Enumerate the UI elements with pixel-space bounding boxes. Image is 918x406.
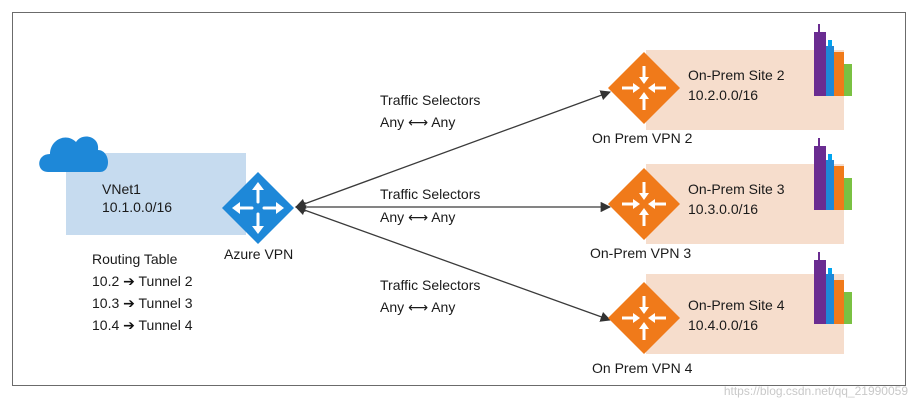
bidirectional-arrow-icon: ⟷ (408, 209, 429, 225)
tunnel-lines (294, 90, 612, 322)
onprem-vpn-4-icon (608, 282, 680, 354)
routing-row: 10.3 ➔ Tunnel 3 (92, 295, 192, 312)
site-4-cidr: 10.4.0.0/16 (688, 317, 759, 333)
selector-right: Any (431, 209, 456, 225)
vnet-name: VNet1 (102, 181, 141, 197)
site-2-cidr: 10.2.0.0/16 (688, 87, 759, 103)
traffic-selectors-title: Traffic Selectors (380, 92, 481, 108)
selector-left: Any (380, 299, 405, 315)
site-4-region (646, 274, 844, 354)
site-2-region (646, 50, 844, 130)
site-3-name: On-Prem Site 3 (688, 181, 785, 197)
bidirectional-arrow-icon: ⟷ (408, 299, 429, 315)
cloud-icon (39, 136, 109, 172)
onprem-vpn-3-label: On-Prem VPN 3 (590, 245, 692, 261)
route-arrow-icon: ➔ (123, 317, 135, 333)
office-buildings-icon-site-4 (814, 252, 852, 324)
route-target: Tunnel 2 (138, 273, 193, 289)
site-3-cidr: 10.3.0.0/16 (688, 201, 759, 217)
onprem-vpn-2-icon (608, 52, 680, 124)
azure-vpn-gateway-icon (222, 172, 294, 244)
site-4-name: On-Prem Site 4 (688, 297, 785, 313)
azure-vpn-label: Azure VPN (224, 246, 294, 262)
onprem-vpn-2-label: On Prem VPN 2 (592, 130, 693, 146)
traffic-selectors-title: Traffic Selectors (380, 277, 481, 293)
onprem-vpn-4-label: On Prem VPN 4 (592, 360, 693, 376)
selector-right: Any (431, 114, 456, 130)
vnet-cidr: 10.1.0.0/16 (102, 199, 173, 215)
tunnel-2-line (295, 90, 611, 209)
route-target: Tunnel 4 (138, 317, 193, 333)
watermark: https://blog.csdn.net/qq_21990059 (723, 384, 908, 398)
office-buildings-icon-site-2 (814, 24, 852, 96)
route-target: Tunnel 3 (138, 295, 193, 311)
routing-table-title: Routing Table (92, 251, 178, 267)
traffic-selectors-title: Traffic Selectors (380, 186, 481, 202)
traffic-selectors-value: Any ⟷ Any (380, 114, 455, 131)
site-2-name: On-Prem Site 2 (688, 67, 785, 83)
selector-left: Any (380, 114, 405, 130)
traffic-selectors-value: Any ⟷ Any (380, 209, 455, 226)
selector-right: Any (431, 299, 456, 315)
routing-row: 10.4 ➔ Tunnel 4 (92, 317, 192, 334)
route-arrow-icon: ➔ (123, 295, 135, 311)
onprem-vpn-3-icon (608, 168, 680, 240)
selector-left: Any (380, 209, 405, 225)
route-prefix: 10.2 (92, 273, 120, 289)
tunnel-4-line (295, 205, 611, 322)
office-buildings-icon-site-3 (814, 138, 852, 210)
route-prefix: 10.4 (92, 317, 120, 333)
bidirectional-arrow-icon: ⟷ (408, 114, 429, 130)
traffic-selectors-value: Any ⟷ Any (380, 299, 455, 316)
route-prefix: 10.3 (92, 295, 120, 311)
routing-row: 10.2 ➔ Tunnel 2 (92, 273, 192, 290)
route-arrow-icon: ➔ (123, 273, 135, 289)
